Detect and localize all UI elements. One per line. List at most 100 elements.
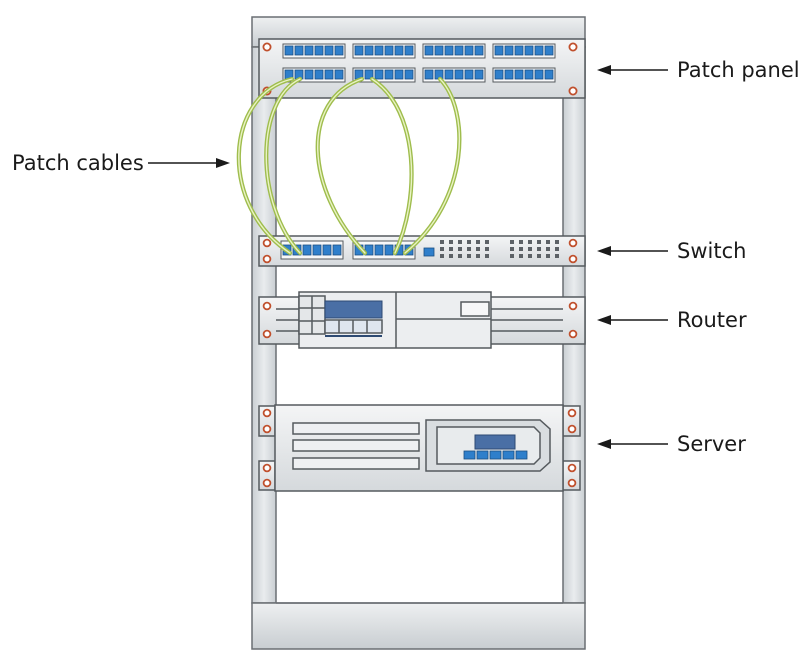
screw-icon	[262, 424, 272, 434]
status-led	[510, 240, 514, 244]
rj45-port-icon	[474, 69, 484, 80]
rj45-port-icon	[514, 45, 524, 56]
patch-panel-label: Patch panel	[677, 58, 800, 82]
rj45-port-icon	[364, 45, 374, 56]
screw-icon	[262, 408, 272, 418]
status-led	[467, 247, 471, 251]
status-led	[519, 247, 523, 251]
arrow-icon	[597, 65, 611, 75]
rj45-port-icon	[444, 69, 454, 80]
status-led	[449, 240, 453, 244]
status-led	[440, 254, 444, 258]
rj45-port-icon	[434, 45, 444, 56]
rj45-port-icon	[444, 45, 454, 56]
switch	[258, 235, 586, 267]
server-label: Server	[677, 432, 746, 456]
rj45-port-icon	[374, 244, 384, 256]
screw-icon	[567, 408, 577, 418]
status-led	[485, 254, 489, 258]
rj45-port-icon	[324, 45, 334, 56]
patch-cables-label: Patch cables	[12, 151, 144, 175]
screw-icon	[262, 463, 272, 473]
uplink-port-icon	[423, 247, 435, 257]
rj45-port-icon	[364, 69, 374, 80]
status-led	[485, 247, 489, 251]
status-led	[510, 247, 514, 251]
rj45-port-icon	[534, 45, 544, 56]
screw-icon	[568, 86, 578, 96]
callout-switch: Switch	[597, 239, 746, 263]
rj45-port-icon	[322, 244, 332, 256]
rj45-port-icon	[454, 69, 464, 80]
rj45-port-icon	[312, 244, 322, 256]
rj45-port-icon	[284, 45, 294, 56]
screw-icon	[262, 254, 272, 264]
callout-router: Router	[597, 308, 747, 332]
screw-icon	[262, 42, 272, 52]
rj45-port-icon	[534, 69, 544, 80]
rj45-port-icon	[394, 69, 404, 80]
rj45-port-icon	[314, 45, 324, 56]
switch-label: Switch	[677, 239, 746, 263]
rj45-port-icon	[304, 69, 314, 80]
status-led	[528, 240, 532, 244]
server	[258, 404, 581, 492]
rj45-port-icon	[374, 45, 384, 56]
arrow-icon	[597, 315, 611, 325]
rj45-port-icon	[424, 69, 434, 80]
status-led	[458, 254, 462, 258]
status-led	[467, 254, 471, 258]
rj45-port-icon	[394, 45, 404, 56]
rj45-port-icon	[302, 244, 312, 256]
callout-patch-cables: Patch cables	[12, 151, 230, 175]
rj45-port-icon	[504, 69, 514, 80]
rj45-port-icon	[524, 45, 534, 56]
rj45-port-icon	[404, 45, 414, 56]
rj45-port-icon	[524, 69, 534, 80]
rj45-port-icon	[332, 244, 342, 256]
screw-icon	[568, 42, 578, 52]
status-led	[528, 254, 532, 258]
status-led	[458, 240, 462, 244]
status-led	[510, 254, 514, 258]
rj45-port-icon	[464, 69, 474, 80]
status-led	[555, 240, 559, 244]
rj45-port-icon	[494, 69, 504, 80]
status-led	[519, 254, 523, 258]
screw-icon	[568, 329, 578, 339]
status-led	[546, 240, 550, 244]
status-led	[519, 240, 523, 244]
status-led	[537, 254, 541, 258]
router-label: Router	[677, 308, 747, 332]
switch-ports	[280, 240, 416, 260]
arrow-icon	[597, 439, 611, 449]
router-display	[324, 300, 383, 319]
screw-icon	[567, 424, 577, 434]
status-led	[537, 247, 541, 251]
status-led	[485, 240, 489, 244]
screw-icon	[262, 329, 272, 339]
rack-bottom-cap	[251, 602, 586, 650]
drive-bay	[292, 422, 420, 435]
router	[258, 291, 586, 349]
rj45-port-icon	[384, 45, 394, 56]
rj45-port-icon	[384, 69, 394, 80]
rj45-port-icon	[304, 45, 314, 56]
status-led	[476, 247, 480, 251]
rj45-port-icon	[504, 45, 514, 56]
rj45-port-icon	[354, 45, 364, 56]
rj45-port-icon	[314, 69, 324, 80]
rj45-port-icon	[334, 45, 344, 56]
status-led	[449, 254, 453, 258]
screw-icon	[567, 478, 577, 488]
status-led	[458, 247, 462, 251]
drive-bay	[292, 439, 420, 452]
status-led	[546, 254, 550, 258]
patch-panel-ports	[282, 43, 556, 83]
status-led	[476, 240, 480, 244]
rj45-port-icon	[464, 45, 474, 56]
patch-cable	[369, 76, 414, 256]
arrow-icon	[216, 158, 230, 168]
status-led	[440, 247, 444, 251]
